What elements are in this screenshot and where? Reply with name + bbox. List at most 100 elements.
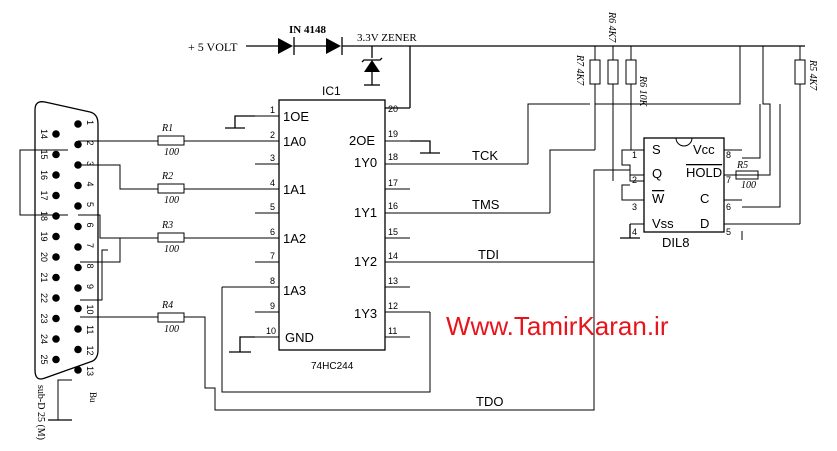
signal-tms: TMS (472, 197, 500, 212)
db25-pin-18 (52, 212, 60, 220)
db25-pin-13-num: 13 (85, 366, 95, 376)
ic1-pin-2oe: 2OE (349, 133, 375, 148)
db25-pin-20 (52, 253, 60, 261)
db25-pin-1 (74, 120, 82, 128)
db25-pin-22 (52, 294, 60, 302)
db25-pin-5-num: 5 (85, 202, 95, 207)
ic1-pin-1-num: 1 (270, 105, 275, 115)
dil8-pin-s: S (652, 142, 661, 157)
db25-pin-1-num: 1 (85, 120, 95, 125)
ic1-pin-5-num: 5 (270, 202, 275, 212)
db25-pin-9-num: 9 (85, 284, 95, 289)
db25-pin-19 (52, 232, 60, 241)
db25-pin-21 (52, 273, 60, 282)
db25-pin-25 (52, 355, 60, 364)
connector-label: sub-D 25 (M) (35, 385, 46, 440)
ic1-pin-6-num: 6 (270, 227, 275, 237)
r2-value: 100 (164, 195, 179, 206)
resistor-r3 (157, 232, 185, 243)
dil8-label: DIL8 (662, 235, 689, 250)
dil8-pin-d: D (700, 216, 709, 231)
db25-pin-6 (74, 222, 82, 231)
dil8-pin-5-num: 5 (726, 227, 731, 237)
ic1-body (278, 99, 386, 351)
ic1-pin-19-num: 19 (388, 129, 398, 139)
dil8-body (643, 137, 725, 233)
dil8-pin-2-num: 2 (632, 175, 637, 185)
zener-diode (361, 46, 383, 86)
pullup-resistors (589, 46, 806, 224)
ic1-pin-1y2: 1Y2 (354, 254, 377, 269)
ic1-pin-10-num: 10 (266, 326, 276, 336)
ic1-pin-20-num: 20 (388, 104, 398, 114)
ic1-pin-9-num: 9 (270, 301, 275, 311)
db25-pin-21-num: 21 (39, 273, 49, 283)
ground-symbol-1oe (225, 115, 255, 129)
db25-pin-5 (74, 202, 82, 210)
db25-pin-17-num: 17 (39, 191, 49, 201)
r4-value: 100 (164, 324, 179, 335)
ic1-pin-8-num: 8 (270, 276, 275, 286)
dil8-pin-q: Q (652, 166, 662, 181)
pullup-r5-label: R5 4K7 (807, 59, 818, 91)
ic1-pin-18-num: 18 (388, 152, 398, 162)
diode-2 (326, 37, 343, 55)
db25-pin-23-num: 23 (39, 314, 49, 324)
signal-tck: TCK (472, 148, 498, 163)
db25-pin-16 (52, 171, 60, 179)
db25-pin-24 (52, 335, 60, 343)
db25-pin-11-num: 11 (85, 325, 95, 334)
pullup-r6-label: R6 4K7 (606, 11, 617, 43)
ground-symbol-dil8 (620, 224, 640, 239)
resistor-r2 (157, 183, 185, 194)
ic1-pin-15-num: 15 (388, 227, 398, 237)
dil8-pin-c: C (700, 191, 709, 206)
dil8-pin-3-num: 3 (632, 202, 637, 212)
ic1-pin-12-num: 12 (388, 301, 398, 311)
dil8-pin-hold: HOLD (686, 165, 722, 180)
supply-label: + 5 VOLT (188, 40, 238, 54)
db25-pin-2 (74, 140, 82, 149)
db25-pin-10-num: 10 (85, 305, 95, 315)
r4-ref: R4 (161, 300, 173, 311)
db25-pin-16-num: 16 (39, 170, 49, 180)
ic1-pin-1y0: 1Y0 (354, 155, 377, 170)
dil8-pin-4-num: 4 (632, 227, 637, 237)
ic1-right-stubs (385, 107, 594, 338)
db25-pin-12-num: 12 (85, 346, 95, 356)
db25-pin-14 (52, 130, 60, 138)
db25-pin-4 (74, 181, 82, 190)
db25-pin-10 (74, 304, 82, 313)
pullup-r6b-label: R6 10K (637, 75, 648, 108)
db25-pin-9 (74, 284, 82, 292)
ic1-ref: IC1 (322, 84, 341, 98)
ground-symbol-gnd (229, 336, 255, 353)
ground-symbol-2oe (410, 140, 440, 154)
ic1-pin-1y3: 1Y3 (354, 306, 377, 321)
db25-pin-23 (52, 314, 60, 323)
db25-pin-15 (52, 150, 60, 159)
db25-pin-8-num: 8 (85, 264, 95, 269)
signal-tdo: TDO (476, 394, 503, 409)
resistor-r1 (157, 135, 185, 146)
ic1-pin-14-num: 14 (388, 251, 398, 261)
ic1-pin-1y1: 1Y1 (354, 205, 377, 220)
ic1-part: 74HC244 (311, 361, 354, 372)
ic1-pin-1oe: 1OE (283, 109, 309, 124)
ic1-pin-7-num: 7 (270, 251, 275, 261)
dil8-pin-w: W (652, 191, 665, 206)
ic-pin12-loop (221, 287, 431, 393)
db25-pin-4-num: 4 (85, 182, 95, 187)
dil8-pin-6-num: 6 (726, 202, 731, 212)
dil8-notch (675, 137, 693, 147)
signal-tdi: TDI (478, 247, 499, 262)
dil8-pin-vcc: Vcc (693, 142, 715, 157)
dil8-pin-8-num: 8 (726, 150, 731, 160)
ic1-pin-11-num: 11 (388, 326, 397, 336)
ic1-pin-17-num: 17 (388, 178, 398, 188)
watermark-text: Www.TamirKaran.ir (446, 311, 669, 341)
db25-pin-18-num: 18 (39, 211, 49, 221)
resistor-r4 (157, 312, 185, 323)
